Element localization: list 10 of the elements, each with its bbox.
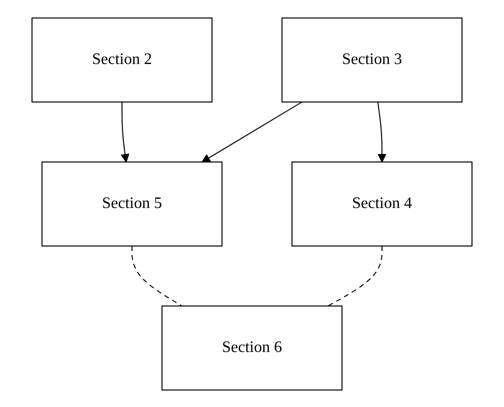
- node-box: Section 4: [292, 161, 472, 246]
- node-box: Section 3: [282, 17, 462, 102]
- node-box: Section 6: [162, 305, 342, 390]
- arrow: [377, 101, 386, 162]
- arrow: [120, 101, 130, 162]
- connector: [132, 245, 182, 306]
- node-box: Section 2: [32, 17, 212, 102]
- connector: [327, 245, 382, 306]
- node-box: Section 5: [42, 161, 222, 246]
- arrow: [202, 101, 302, 162]
